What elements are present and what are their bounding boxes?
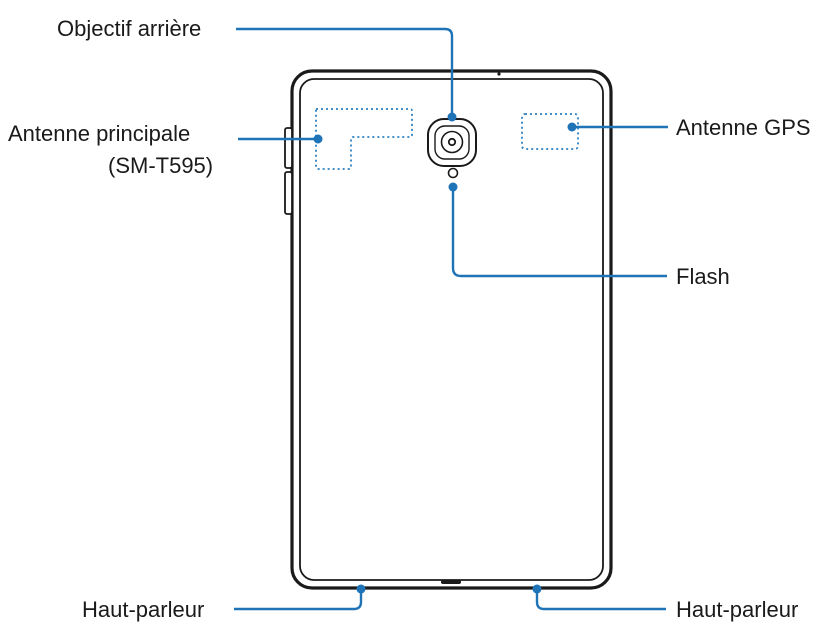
flash-light: [447, 167, 459, 179]
camera-module: [427, 118, 477, 167]
main-antenna-area: [315, 108, 413, 170]
label-main-antenna-line2: (SM-T595): [108, 153, 213, 178]
camera-lens: [447, 137, 457, 147]
bottom-port: [441, 580, 461, 584]
leader-flash: [451, 187, 667, 278]
label-speaker-right: Haut-parleur: [676, 597, 798, 622]
leader-dot-gps-antenna: [567, 122, 577, 132]
leader-dot-speaker-right: [532, 584, 542, 594]
label-speaker-left: Haut-parleur: [82, 597, 204, 622]
leader-rear-camera: [236, 27, 454, 116]
leader-lines: [234, 27, 668, 611]
camera-lens-ring: [440, 130, 464, 154]
label-main-antenna-line1: Antenne principale: [8, 121, 190, 146]
label-gps-antenna: Antenne GPS: [676, 115, 811, 140]
leader-dot-speaker-left: [356, 584, 366, 594]
leader-speaker-right: [535, 591, 666, 611]
side-button-upper: [284, 127, 293, 169]
top-mic-hole: [497, 72, 501, 76]
leader-dot-rear-camera: [447, 112, 457, 122]
label-flash: Flash: [676, 264, 730, 289]
gps-antenna-area: [521, 113, 579, 150]
label-rear-camera: Objectif arrière: [57, 16, 201, 41]
leader-speaker-left: [234, 591, 363, 611]
camera-housing-inner: [434, 125, 470, 160]
leader-dot-main-antenna: [313, 134, 323, 144]
labels: Objectif arrière Antenne principale (SM-…: [8, 16, 811, 622]
side-button-lower: [284, 171, 293, 215]
leader-dot-flash: [448, 182, 458, 192]
